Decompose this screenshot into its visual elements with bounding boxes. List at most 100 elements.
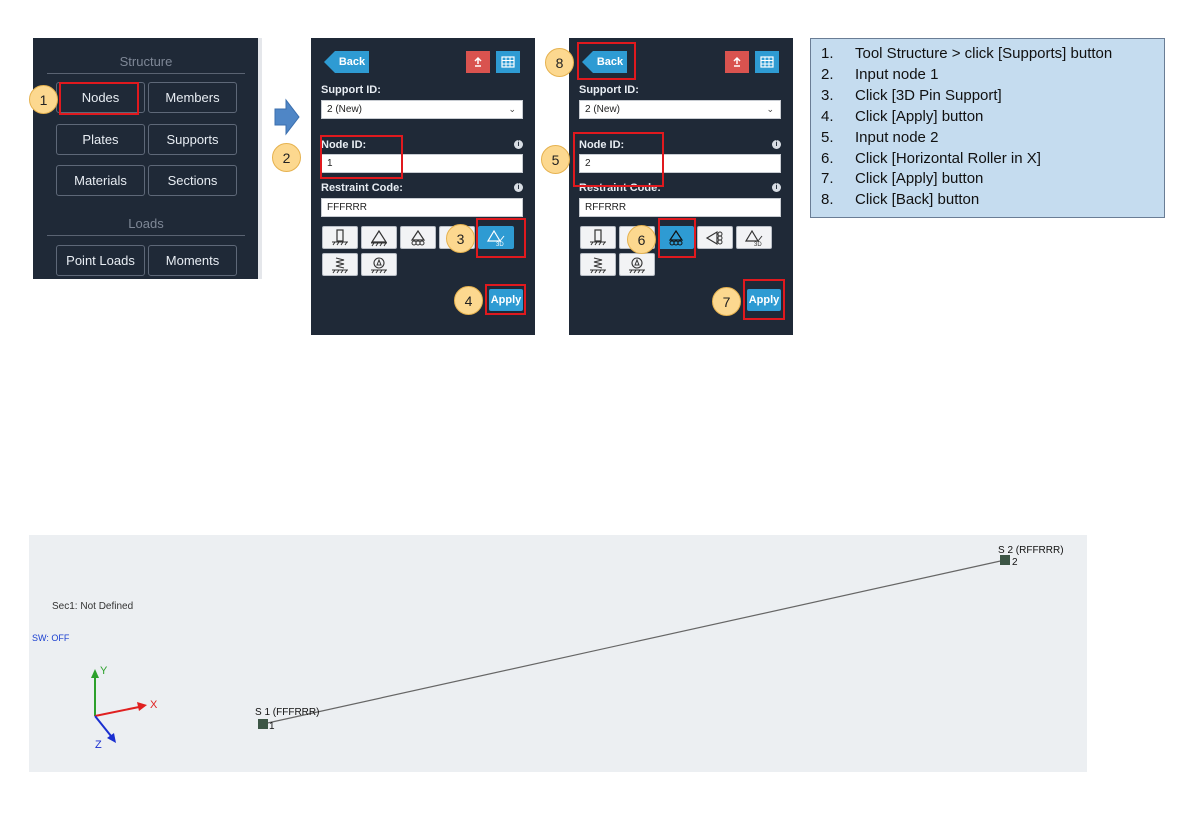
roller-support-button[interactable] — [400, 226, 436, 249]
flow-arrow-icon — [274, 98, 300, 136]
roller-z-support-button[interactable] — [697, 226, 733, 249]
table-icon — [501, 56, 515, 68]
restraint-code-label: Restraint Code: — [321, 182, 403, 194]
fixed-support-icon — [590, 228, 606, 245]
rotational-spring-support-button[interactable] — [361, 253, 397, 276]
highlight-box — [320, 135, 403, 179]
callout-5: 5 — [541, 145, 570, 174]
sections-button[interactable]: Sections — [148, 165, 237, 196]
pin-support-button[interactable] — [361, 226, 397, 249]
support-id-select[interactable]: 2 (New) ⌄ — [579, 100, 781, 119]
svg-text:3D: 3D — [754, 242, 762, 247]
node-id-label: Node ID: — [321, 139, 367, 151]
node-marker[interactable] — [1000, 555, 1010, 565]
callout-6: 6 — [627, 225, 656, 254]
plates-button[interactable]: Plates — [56, 124, 145, 155]
fixed-support-icon — [332, 228, 348, 245]
highlight-box — [485, 284, 526, 315]
spring-support-icon — [332, 256, 348, 273]
support-id-label: Support ID: — [321, 84, 381, 96]
divider — [47, 235, 245, 236]
step-5: 5.Input node 2 — [821, 129, 939, 146]
step-8: 8.Click [Back] button — [821, 191, 980, 208]
step-2: 2.Input node 1 — [821, 66, 939, 83]
svg-text:3D: 3D — [496, 242, 504, 247]
support-id-select[interactable]: 2 (New) ⌄ — [321, 100, 523, 119]
restraint-code-input[interactable]: FFFRRR — [321, 198, 523, 217]
info-icon[interactable]: i — [514, 183, 523, 192]
materials-button[interactable]: Materials — [56, 165, 145, 196]
table-icon — [760, 56, 774, 68]
rotational-spring-icon — [629, 256, 645, 273]
support-id-value: 2 (New) — [327, 104, 363, 115]
restraint-code-input[interactable]: RFFRRR — [579, 198, 781, 217]
callout-8: 8 — [545, 48, 574, 77]
apply-button[interactable]: Apply — [747, 289, 781, 311]
x-axis-line — [94, 706, 140, 717]
step-4: 4.Click [Apply] button — [821, 108, 984, 125]
callout-1: 1 — [29, 85, 58, 114]
x-axis-label: X — [150, 699, 158, 711]
callout-4: 4 — [454, 286, 483, 315]
section-info: Sec1: Not Defined — [52, 601, 134, 612]
back-button[interactable]: Back — [335, 51, 369, 73]
y-axis-label: Y — [100, 665, 108, 677]
callout-2: 2 — [272, 143, 301, 172]
step-7: 7.Click [Apply] button — [821, 170, 984, 187]
point-loads-button[interactable]: Point Loads — [56, 245, 145, 276]
support-icon-button[interactable] — [466, 51, 490, 73]
node-id-input[interactable]: 2 — [579, 154, 781, 173]
fixed-support-button[interactable] — [322, 226, 358, 249]
roller-support-icon — [410, 229, 426, 245]
fixed-support-button[interactable] — [580, 226, 616, 249]
callout-3: 3 — [446, 224, 475, 253]
info-icon[interactable]: i — [514, 140, 523, 149]
highlight-box — [573, 132, 664, 187]
divider — [47, 73, 245, 74]
pin-icon — [733, 56, 741, 67]
rotational-spring-support-button[interactable] — [619, 253, 655, 276]
apply-button[interactable]: Apply — [489, 289, 523, 311]
callout-7: 7 — [712, 287, 741, 316]
spring-support-button[interactable] — [580, 253, 616, 276]
z-axis-line — [94, 715, 112, 737]
step-3: 3.Click [3D Pin Support] — [821, 87, 1002, 104]
3d-pin-support-button[interactable]: 3D — [736, 226, 772, 249]
node-marker[interactable] — [258, 719, 268, 729]
step-6: 6.Click [Horizontal Roller in X] — [821, 150, 1041, 167]
spring-support-button[interactable] — [322, 253, 358, 276]
highlight-box — [59, 82, 139, 115]
z-axis-arrow-icon — [107, 733, 116, 743]
info-icon[interactable]: i — [772, 140, 781, 149]
highlight-box — [743, 279, 785, 320]
table-button[interactable] — [755, 51, 779, 73]
menu-scrollbar[interactable] — [258, 38, 262, 279]
model-canvas — [91, 559, 1006, 743]
support-id-label: Support ID: — [579, 84, 639, 96]
3d-pin-support-icon: 3D — [744, 229, 763, 247]
node-id-label: 1 — [269, 721, 275, 732]
pin-icon — [474, 56, 482, 67]
table-button[interactable] — [496, 51, 520, 73]
pin-support-icon — [370, 229, 388, 246]
horizontal-roller-x-button[interactable] — [658, 226, 694, 249]
moments-button[interactable]: Moments — [148, 245, 237, 276]
info-icon[interactable]: i — [772, 183, 781, 192]
node-id-input[interactable]: 1 — [321, 154, 523, 173]
support-label: S 1 (FFFRRR) — [255, 707, 320, 718]
rotational-spring-icon — [371, 256, 387, 273]
3d-pin-support-button[interactable]: 3D — [478, 226, 514, 249]
back-button[interactable]: Back — [593, 51, 627, 73]
chevron-down-icon: ⌄ — [766, 104, 774, 114]
members-button[interactable]: Members — [148, 82, 237, 113]
model-viewport[interactable]: Sec1: Not Defined SW: OFF Y X Z S 1 (FFF… — [29, 535, 1087, 772]
highlight-box — [658, 218, 696, 258]
support-icon-button[interactable] — [725, 51, 749, 73]
roller-z-support-icon — [705, 230, 723, 245]
back-arrow-icon[interactable] — [324, 51, 335, 73]
y-axis-arrow-icon — [91, 669, 99, 678]
step-1: 1.Tool Structure > click [Supports] butt… — [821, 45, 1113, 62]
supports-button[interactable]: Supports — [148, 124, 237, 155]
horizontal-roller-x-icon — [668, 229, 684, 245]
back-arrow-icon[interactable] — [582, 51, 593, 73]
